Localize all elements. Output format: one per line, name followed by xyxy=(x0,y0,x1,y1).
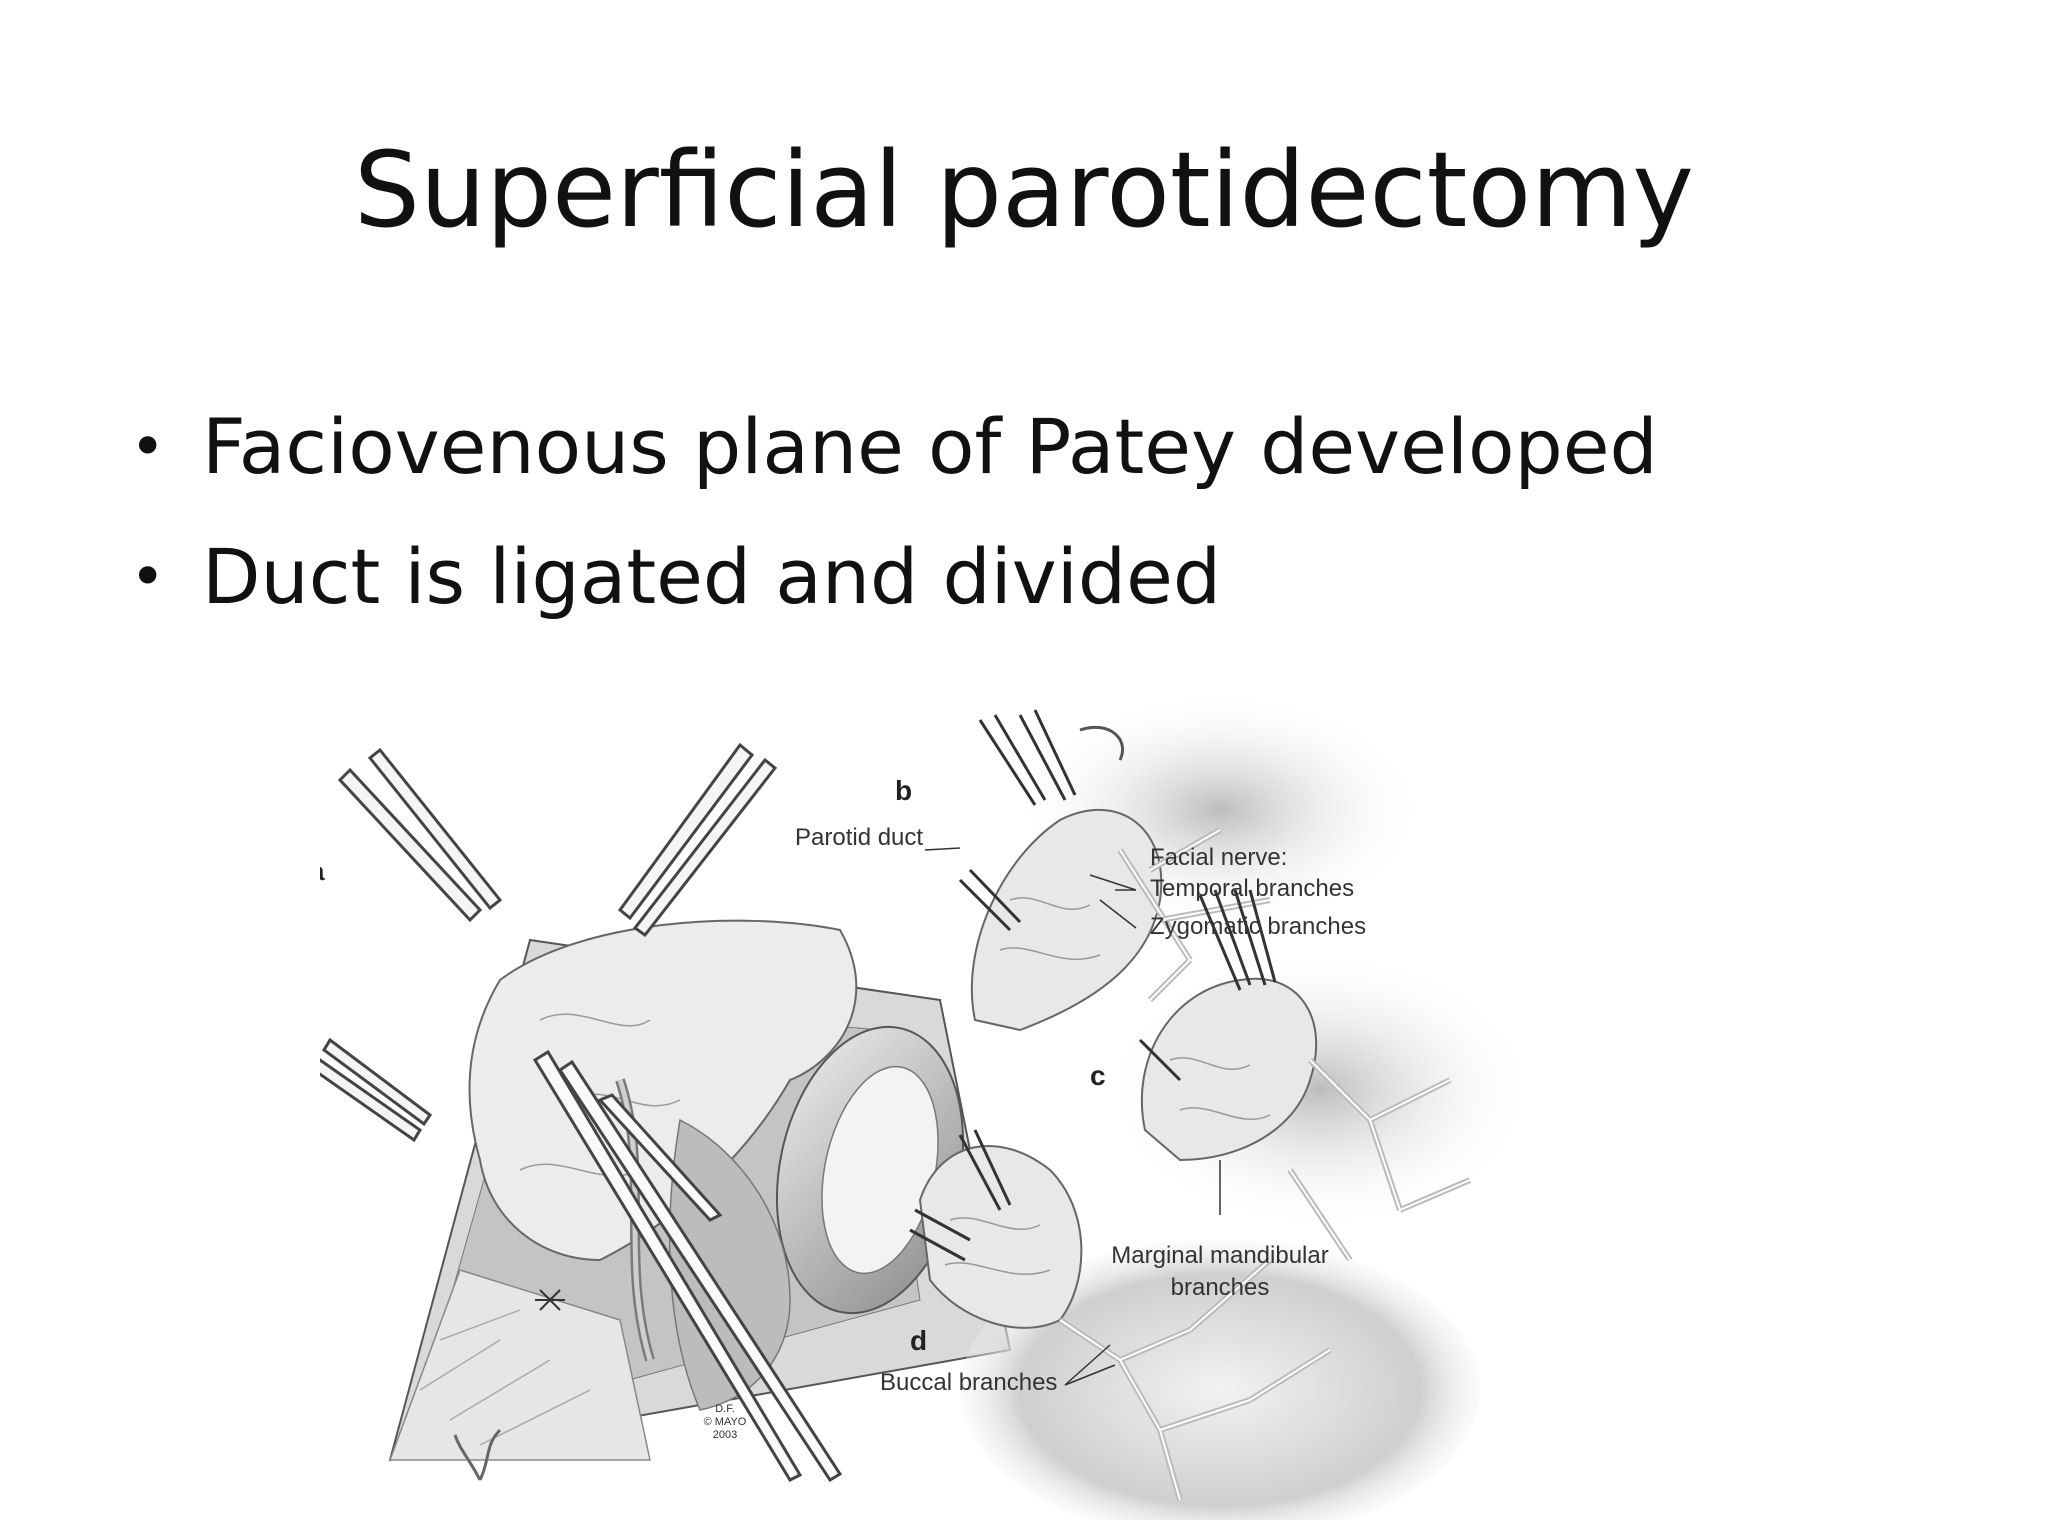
bullet-text: Duct is ligated and divided xyxy=(202,532,1222,621)
label-marginal-mandibular: Marginal mandibular xyxy=(1111,1242,1328,1269)
label-zygomatic-branches: Zygomatic branches xyxy=(1150,913,1366,940)
bullet-text: Faciovenous plane of Patey developed xyxy=(202,402,1658,491)
slide-title: Superficial parotidectomy xyxy=(354,129,1694,251)
panel-letter-a: a xyxy=(320,856,325,886)
label-parotid-duct: Parotid duct xyxy=(795,824,923,851)
bullet-item: • Faciovenous plane of Patey developed xyxy=(120,382,1658,512)
panel-letter-c: c xyxy=(1090,1060,1106,1091)
bullet-dot-icon: • xyxy=(130,542,166,612)
bullet-dot-icon: • xyxy=(130,412,166,482)
panel-letter-d: d xyxy=(910,1325,927,1356)
credit-line-1: D.F. xyxy=(715,1403,735,1415)
bullet-item: • Duct is ligated and divided xyxy=(120,512,1658,642)
credit-line-2: © MAYO xyxy=(704,1416,747,1428)
surgical-illustration: D.F. © MAYO 2003 xyxy=(320,700,1840,1520)
panel-b-drawing xyxy=(924,700,1410,1032)
bullet-list: • Faciovenous plane of Patey developed •… xyxy=(120,382,1658,642)
panel-letter-b: b xyxy=(895,775,912,806)
panel-c-drawing xyxy=(1120,889,1520,1262)
surgical-illustration-svg: D.F. © MAYO 2003 xyxy=(320,700,1520,1520)
credit-line-3: 2003 xyxy=(713,1429,737,1441)
label-marginal-branches: branches xyxy=(1171,1274,1270,1301)
panel-d-drawing xyxy=(909,1129,1480,1520)
panel-a-drawing: D.F. © MAYO 2003 xyxy=(320,742,1012,1483)
label-buccal-branches: Buccal branches xyxy=(880,1369,1057,1396)
label-temporal-branches: Temporal branches xyxy=(1150,875,1354,902)
label-facial-nerve: Facial nerve: xyxy=(1150,844,1287,871)
